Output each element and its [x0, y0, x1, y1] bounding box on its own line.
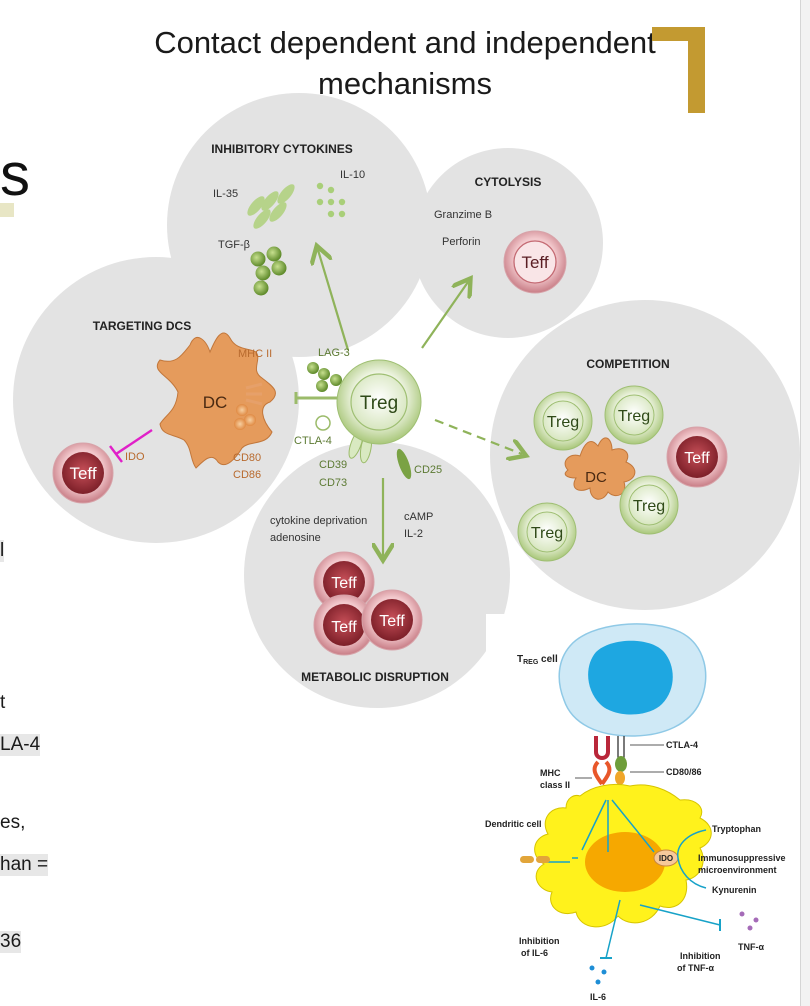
teff-metabolic-3-label: Teff [379, 613, 405, 630]
competition-heading: COMPETITION [586, 357, 669, 371]
ido-inset-label: IDO [659, 854, 673, 863]
il2-label: IL-2 [404, 528, 423, 540]
treg-comp-1-label: Treg [547, 414, 579, 431]
teff-metabolic-2-label: Teff [331, 619, 357, 636]
cd25-label: CD25 [414, 464, 442, 476]
teff-dcs-label: Teff [69, 464, 96, 483]
cd86-label: CD86 [233, 469, 261, 481]
tgfb-label: TGF-β [218, 239, 250, 251]
granzyme-label: Granzime B [434, 209, 492, 221]
cytokine-deprivation-label: cytokine deprivation [270, 515, 367, 527]
camp-label: cAMP [404, 511, 433, 523]
dc-nucleus-inset [585, 832, 665, 892]
teff-cytolysis-label: Teff [521, 253, 548, 272]
inhibitory-cytokines-heading: INHIBITORY CYTOKINES [211, 142, 353, 156]
ctla4-inset-label: CTLA-4 [666, 740, 698, 750]
immuno-inset-label-2: microenvironment [698, 865, 777, 875]
dc-comp-label: DC [585, 469, 607, 486]
targeting-dcs-heading: TARGETING DCS [93, 319, 191, 333]
mhc-inset-label-2: class II [540, 780, 570, 790]
cytolysis-heading: CYTOLYSIS [475, 175, 542, 189]
cd8086-inset-label: CD80/86 [666, 767, 702, 777]
cd80-86-inset [615, 771, 625, 785]
treg-comp-3-label: Treg [633, 498, 665, 515]
mhc-inset-label-1: MHC [540, 768, 561, 778]
tryptophan-inset-label: Tryptophan [712, 824, 761, 834]
inhibition-tnf-label-1: Inhibition [680, 951, 721, 961]
teff-metabolic-1-label: Teff [331, 575, 357, 592]
cd80-label: CD80 [233, 452, 261, 464]
metabolic-disruption-heading: METABOLIC DISRUPTION [301, 670, 449, 684]
inhibition-il6-label-1: Inhibition [519, 936, 560, 946]
treg-comp-2-label: Treg [618, 408, 650, 425]
ctla4-label: CTLA-4 [294, 435, 332, 447]
dendritic-cell-inset-label: Dendritic cell [485, 819, 542, 829]
ido-label: IDO [125, 451, 145, 463]
lag3-label: LAG-3 [318, 347, 350, 359]
il10-label: IL-10 [340, 169, 365, 181]
mhc-ii-label: MHC II [238, 348, 272, 360]
tnf-inset-label: TNF-α [738, 942, 764, 952]
inhibition-il6-label-2: of IL-6 [521, 948, 548, 958]
treg-center-label: Treg [360, 393, 398, 414]
cd39-label: CD39 [319, 459, 347, 471]
teff-comp-label: Teff [684, 450, 710, 467]
immuno-inset-label-1: Immunosuppressive [698, 853, 786, 863]
cd73-label: CD73 [319, 477, 347, 489]
inhibition-tnf-label-2: of TNF-α [677, 963, 714, 973]
dc-label: DC [203, 393, 228, 412]
perforin-label: Perforin [442, 236, 481, 248]
il35-label: IL-35 [213, 188, 238, 200]
competition-bubble [490, 300, 800, 610]
il6-inset-label: IL-6 [590, 992, 606, 1002]
treg-nucleus-inset [588, 641, 673, 715]
adenosine-label: adenosine [270, 532, 321, 544]
kynurenin-inset-label: Kynurenin [712, 885, 757, 895]
treg-comp-4-label: Treg [531, 525, 563, 542]
metabolic-disruption-bubble [244, 442, 510, 708]
